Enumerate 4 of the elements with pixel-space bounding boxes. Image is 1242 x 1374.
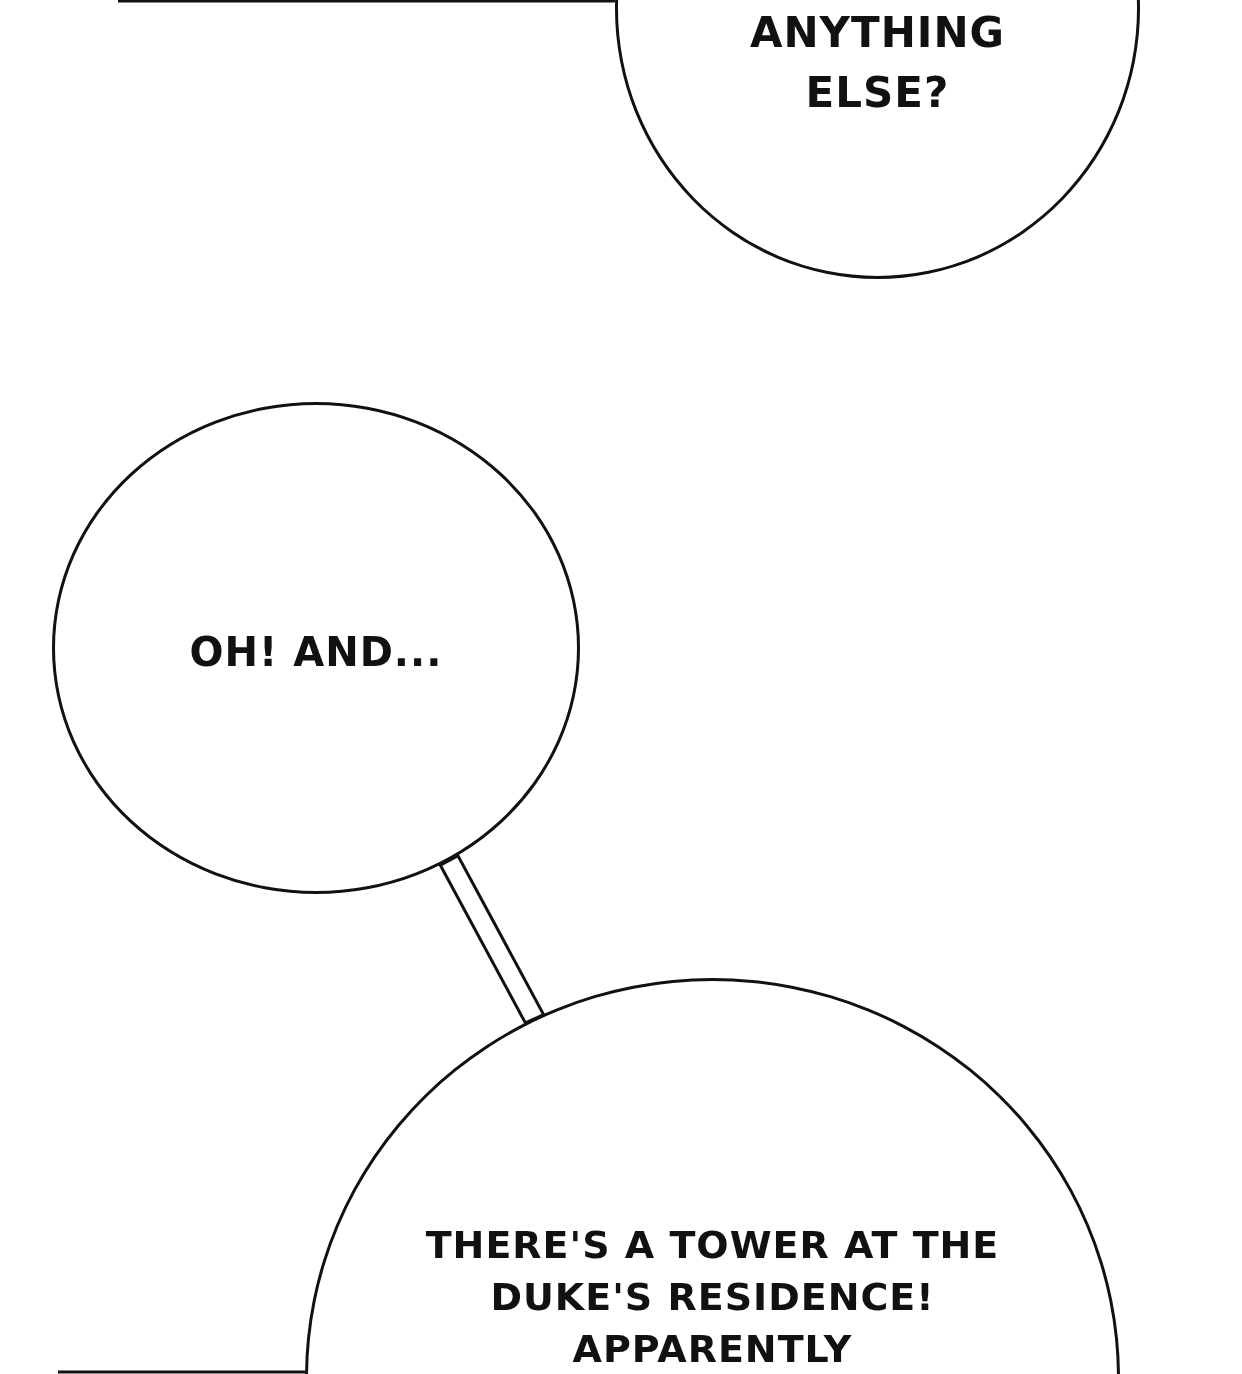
speech-text: THERE'S A TOWER AT THE DUKE'S RESIDENCE! APPARENTLY xyxy=(424,1222,1001,1373)
bubble-connector xyxy=(438,853,546,1025)
speech-text: ANYTHING ELSE? xyxy=(748,7,1007,119)
speech-text: OH! AND... xyxy=(188,628,444,677)
